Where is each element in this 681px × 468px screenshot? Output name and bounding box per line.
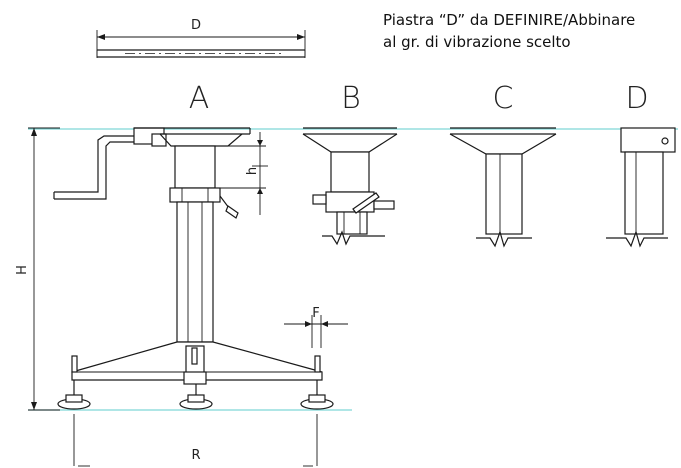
foot-dimension: F — [284, 306, 348, 348]
stroke-dimension-label: h — [245, 167, 260, 175]
plate-note: Piastra “D” da DEFINIRE/Abbinare al gr. … — [383, 9, 679, 53]
plate-note-line-2: al gr. di vibrazione scelto — [383, 33, 571, 51]
plate-d-dimension-label: D — [191, 18, 201, 33]
height-dimension-label: H — [15, 265, 30, 275]
base-dimension-label: R — [191, 448, 200, 463]
variant-d-head — [606, 127, 676, 248]
plate-note-line-1: Piastra “D” da DEFINIRE/Abbinare — [383, 11, 636, 29]
variant-a-column — [53, 127, 334, 410]
variant-b-head — [302, 127, 398, 246]
plate-d-detail: D — [96, 18, 306, 58]
variant-b-label: B — [341, 81, 361, 116]
foot-dimension-label: F — [312, 306, 319, 321]
variant-a-label: A — [189, 81, 210, 116]
variant-c-head — [449, 127, 557, 248]
variant-c-label: C — [493, 81, 514, 116]
height-dimension: H — [15, 127, 60, 411]
stroke-dimension: h — [215, 132, 268, 215]
variant-d-label: D — [625, 81, 648, 116]
base-dimension: R — [73, 414, 318, 467]
